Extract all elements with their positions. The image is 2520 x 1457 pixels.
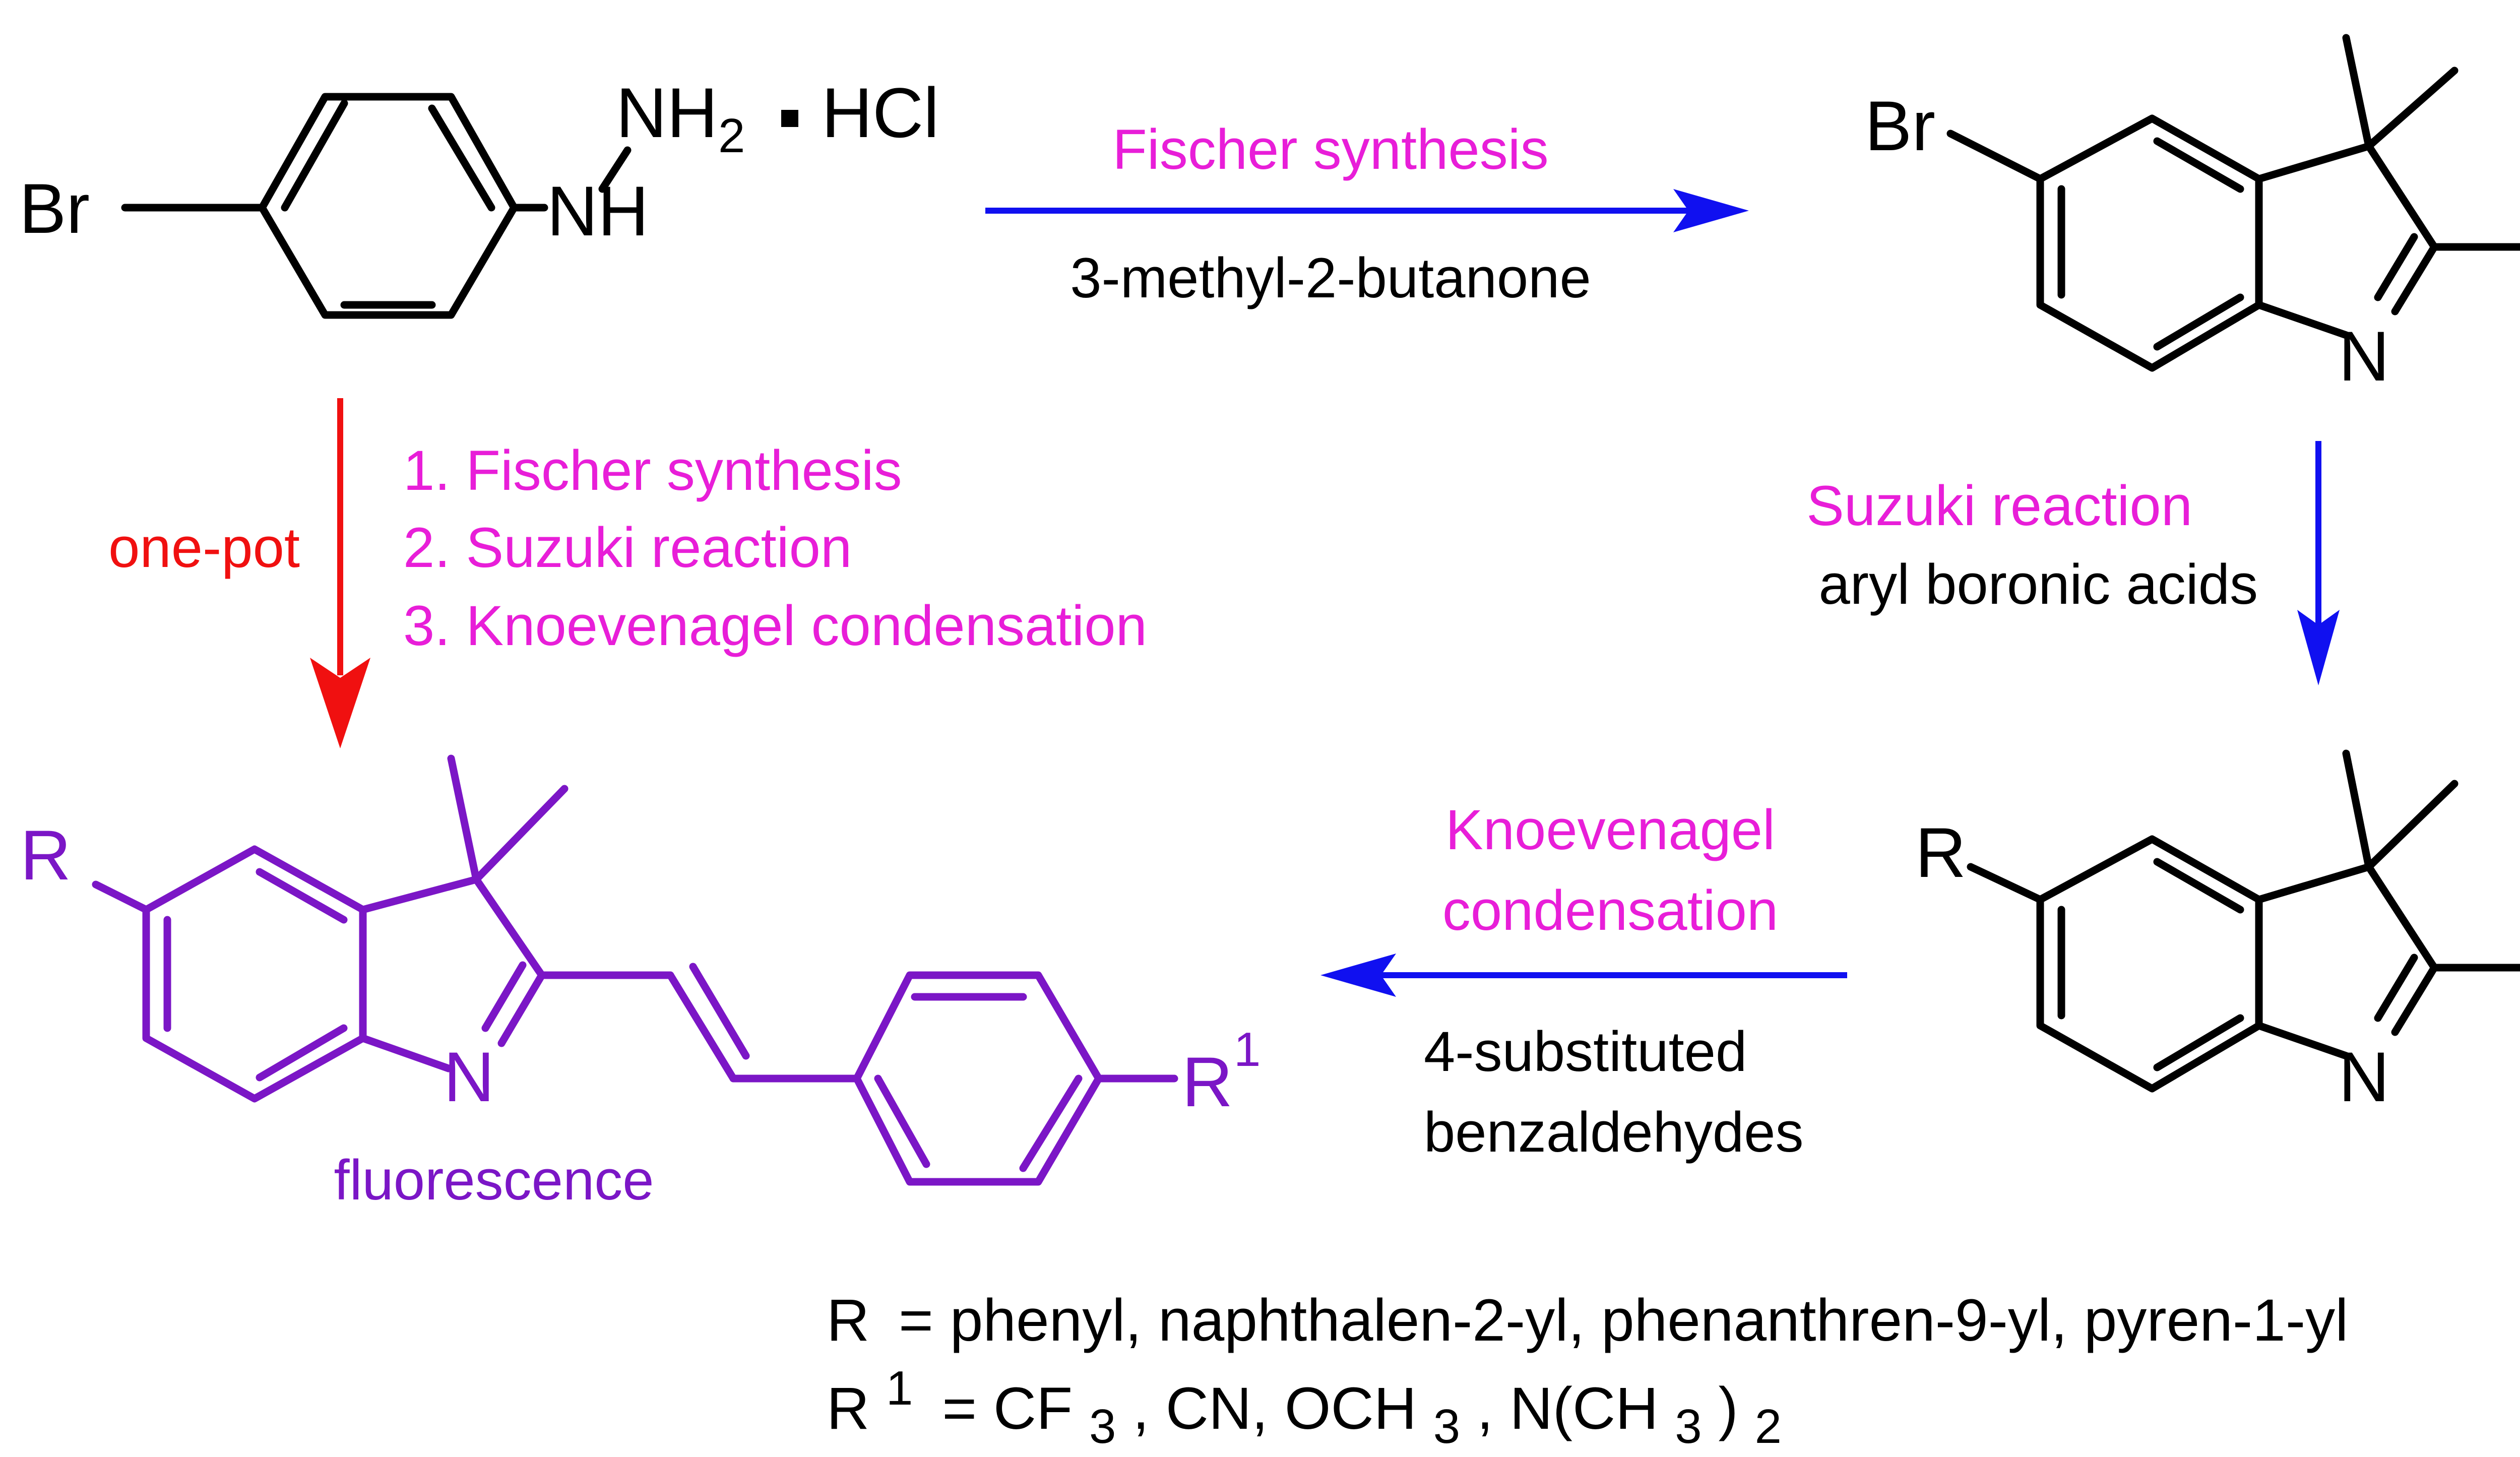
knoevenagel-arrowhead — [1320, 954, 1396, 997]
atom-r: R — [1915, 813, 1966, 892]
r1-paren-subscript: 2 — [1755, 1400, 1782, 1453]
r1-superscript: 1 — [886, 1361, 913, 1415]
r-list: = phenyl, naphthalen-2-yl, phenanthren-9… — [899, 1287, 2348, 1354]
atom-br: Br — [1865, 86, 1935, 165]
one-pot-label: one-pot — [108, 516, 300, 579]
atom-n: N — [444, 1037, 494, 1116]
bromo-indolenine-bonds — [1946, 34, 2520, 372]
product-bonds — [92, 754, 1178, 1186]
product-labels: R N R 1 fluorescence — [20, 815, 1261, 1212]
atom-n: N — [2339, 316, 2389, 396]
one-pot-step-2: 2. Suzuki reaction — [403, 516, 852, 579]
atom-br: Br — [19, 169, 90, 248]
one-pot-step: one-pot 1. Fischer synthesis 2. Suzuki r… — [108, 398, 1147, 748]
one-pot-step-1: 1. Fischer synthesis — [403, 439, 902, 502]
fischer-reagent: 3-methyl-2-butanone — [1070, 246, 1591, 309]
start-material — [121, 93, 632, 319]
r1-nch-subscript: 3 — [1675, 1400, 1702, 1453]
suzuki-step: Suzuki reaction aryl boronic acids — [1806, 441, 2340, 685]
one-pot-step-3: 3. Knoevenagel condensation — [403, 594, 1147, 657]
aryl-indolenine-bonds — [1967, 749, 2520, 1093]
knoevenagel-reagent-line1: 4-substituted — [1424, 1020, 1747, 1083]
product — [92, 754, 1178, 1186]
r1-nch: , N(CH — [1477, 1375, 1659, 1442]
suzuki-reagent: aryl boronic acids — [1819, 553, 2258, 616]
atom-r1-superscript: 1 — [1234, 1023, 1261, 1076]
r1-cf-subscript: 3 — [1089, 1400, 1116, 1453]
r-definition: R = phenyl, naphthalen-2-yl, phenanthren… — [827, 1287, 2348, 1354]
fischer-step: Fischer synthesis 3-methyl-2-butanone — [985, 118, 1749, 309]
r1-cf: = CF — [942, 1375, 1073, 1442]
fischer-arrowhead — [1673, 189, 1749, 232]
r1-close-paren: ) — [1718, 1375, 1738, 1442]
bromo-indolenine — [1946, 34, 2520, 372]
salt-dot — [781, 110, 798, 127]
suzuki-condition: Suzuki reaction — [1806, 474, 2192, 537]
r1-cn-och: , CN, OCH — [1132, 1375, 1417, 1442]
one-pot-arrowhead — [310, 658, 370, 748]
knoevenagel-reagent-line2: benzaldehydes — [1424, 1101, 1803, 1164]
knoevenagel-step: Knoevenagel condensation 4-substituted b… — [1320, 798, 1847, 1164]
atom-r1: R — [1182, 1042, 1233, 1121]
r1-och-subscript: 3 — [1433, 1400, 1460, 1453]
r1-symbol: R — [827, 1375, 869, 1442]
knoevenagel-condition-line1: Knoevenagel — [1445, 798, 1775, 861]
r1-definition: R 1 = CF 3 , CN, OCH 3 , N(CH 3 ) 2 — [827, 1351, 1782, 1456]
aryl-indolenine-labels: R N — [1915, 813, 2389, 1116]
start-material-bonds — [121, 93, 632, 319]
r-symbol: R — [827, 1287, 869, 1354]
start-material-labels: Br NH NH 2 HCl — [19, 73, 939, 250]
atom-nh2: NH — [616, 73, 718, 152]
atom-nh: NH — [547, 171, 649, 250]
atom-r: R — [20, 815, 71, 895]
substituent-legend: R = phenyl, naphthalen-2-yl, phenanthren… — [827, 1287, 2348, 1456]
atom-nh2-subscript: 2 — [718, 109, 745, 163]
fischer-condition: Fischer synthesis — [1112, 118, 1548, 181]
fluorescence-label: fluorescence — [334, 1149, 654, 1212]
atom-hcl: HCl — [822, 73, 939, 152]
bromo-indolenine-labels: Br N — [1865, 86, 2389, 396]
aryl-indolenine — [1967, 749, 2520, 1093]
knoevenagel-condition-line2: condensation — [1442, 879, 1778, 942]
atom-n: N — [2339, 1037, 2389, 1116]
suzuki-arrowhead — [2297, 610, 2340, 685]
